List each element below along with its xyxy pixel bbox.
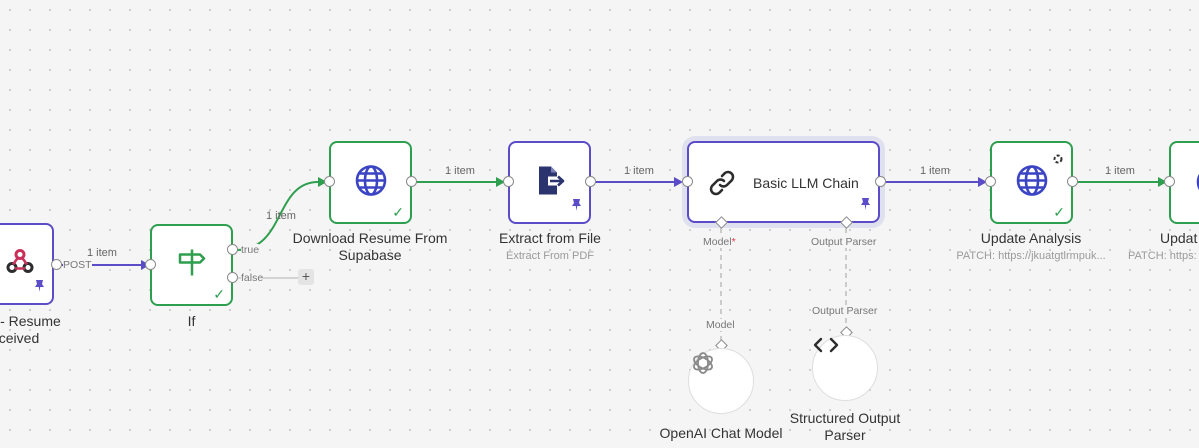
parser-title-line2: Parser <box>824 427 866 443</box>
globe-icon <box>1015 163 1049 202</box>
code-brackets-icon <box>813 337 839 358</box>
edge-if-download-arrow <box>318 177 327 187</box>
download-input-handle[interactable] <box>324 176 335 187</box>
edge-label-extract-llm: 1 item <box>624 165 654 177</box>
webhook-title: s - Resume ceived <box>0 313 75 347</box>
webhook-title-line2: ceived <box>0 330 40 346</box>
extract-input-handle[interactable] <box>503 176 514 187</box>
node-update-analysis[interactable]: ✓ <box>990 141 1073 224</box>
llm-model-label-text: Model <box>703 236 732 248</box>
node-webhook[interactable] <box>0 223 54 305</box>
if-true-handle[interactable] <box>227 244 238 255</box>
llm-output-handle[interactable] <box>875 176 886 187</box>
pin-icon <box>860 197 871 215</box>
pin-icon <box>34 279 45 297</box>
webhook-icon <box>5 247 35 282</box>
node-structured-output-parser[interactable] <box>812 335 878 401</box>
file-export-icon <box>533 163 567 202</box>
if-false-label: false <box>241 272 264 284</box>
success-check-icon: ✓ <box>392 204 404 220</box>
download-output-handle[interactable] <box>406 176 417 187</box>
llm-parser-label: Output Parser <box>811 236 877 248</box>
edge-extract-llm-arrow <box>674 177 683 187</box>
edge-update-update2-arrow <box>1158 177 1167 187</box>
openai-port-label: Model <box>706 319 735 331</box>
parser-title-line1: Structured Output <box>789 410 901 426</box>
node-basic-llm-chain[interactable]: Basic LLM Chain <box>687 141 880 223</box>
extract-subtitle: Extract From PDF <box>505 250 594 262</box>
loading-spinner-icon <box>1053 151 1063 169</box>
update-subtitle: PATCH: https://jkuatgtlrmpuk... <box>956 250 1106 262</box>
openai-title: OpenAI Chat Model <box>659 425 783 441</box>
update2-title: Updat <box>1160 230 1198 246</box>
node-if[interactable]: ✓ <box>150 224 233 306</box>
update-input-handle[interactable] <box>985 176 996 187</box>
openai-icon <box>689 352 717 381</box>
webhook-output-label: POST <box>63 259 92 271</box>
edge-label-if-download: 1 item <box>266 210 296 222</box>
extract-title: Extract from File <box>499 230 601 246</box>
if-title: If <box>187 313 196 329</box>
extract-output-handle[interactable] <box>585 176 596 187</box>
edge-label-update-update2: 1 item <box>1105 165 1135 177</box>
update2-input-handle[interactable] <box>1164 176 1175 187</box>
success-check-icon: ✓ <box>1053 204 1065 220</box>
update2-subtitle: PATCH: https: <box>1128 250 1197 262</box>
llm-title: Basic LLM Chain <box>753 175 859 191</box>
edge-download-extract-arrow <box>496 177 505 187</box>
required-asterisk: * <box>731 236 736 248</box>
node-extract-from-file[interactable] <box>508 141 591 224</box>
link-chain-icon <box>707 168 737 203</box>
node-openai-chat-model[interactable] <box>688 348 754 414</box>
update-output-handle[interactable] <box>1067 176 1078 187</box>
add-node-button[interactable]: + <box>298 269 314 285</box>
if-input-handle[interactable] <box>145 259 156 270</box>
llm-input-handle[interactable] <box>682 176 693 187</box>
node-download-resume[interactable]: ✓ <box>329 141 412 224</box>
edge-llm-update-arrow <box>978 177 987 187</box>
edge-label-download-extract: 1 item <box>445 165 475 177</box>
update-title: Update Analysis <box>980 230 1082 246</box>
webhook-output-handle[interactable] <box>51 259 62 270</box>
edge-label-llm-update: 1 item <box>920 165 950 177</box>
if-false-handle[interactable] <box>227 272 238 283</box>
success-check-icon: ✓ <box>213 286 225 302</box>
edge-label-webhook-if: 1 item <box>87 247 117 259</box>
pin-icon <box>571 198 582 216</box>
llm-model-label: Model* <box>703 236 736 248</box>
signpost-icon <box>176 248 208 283</box>
if-true-label: true <box>241 244 260 256</box>
download-title-line2: Supabase <box>338 247 402 263</box>
parser-port-label: Output Parser <box>812 305 878 317</box>
download-title: Download Resume From Supabase <box>270 230 470 264</box>
parser-title: Structured Output Parser <box>770 410 920 444</box>
globe-icon <box>1195 165 1199 204</box>
globe-icon <box>354 163 388 202</box>
webhook-title-line1: s - Resume <box>0 313 61 329</box>
download-title-line1: Download Resume From <box>292 230 448 246</box>
